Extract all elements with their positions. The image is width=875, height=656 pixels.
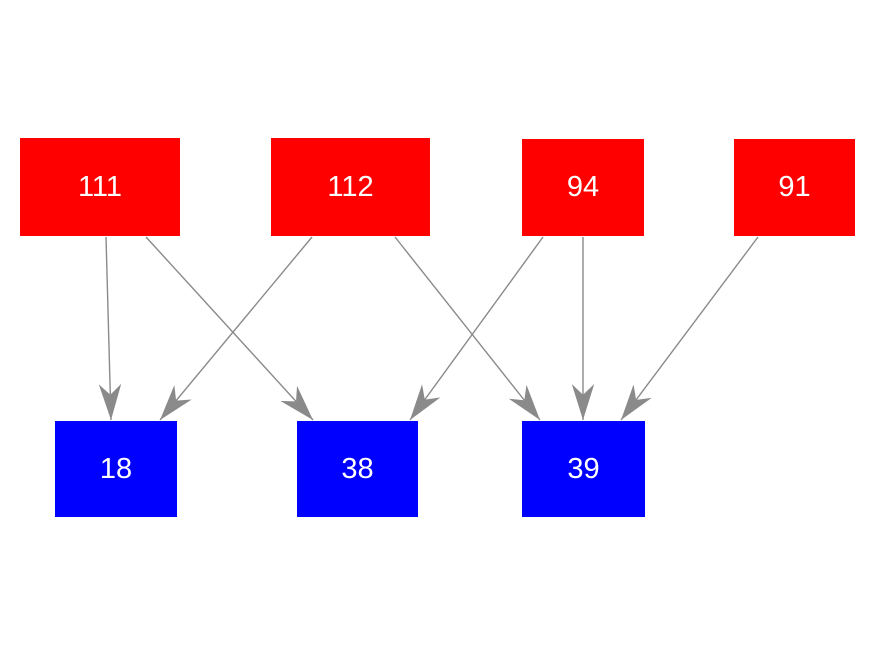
node-label: 39 — [567, 452, 600, 485]
graph-node-112: 112 — [271, 138, 430, 236]
graph-node-91: 91 — [734, 139, 855, 236]
edge-112-18 — [159, 236, 313, 421]
node-label: 91 — [778, 171, 811, 203]
graph-node-111: 111 — [20, 138, 180, 236]
node-label: 94 — [566, 171, 600, 203]
node-label: 18 — [99, 452, 133, 485]
node-label: 111 — [77, 170, 123, 203]
edge-112-39 — [394, 236, 541, 421]
node-label: 112 — [327, 170, 374, 203]
node-label: 38 — [341, 452, 374, 485]
graph-node-39: 39 — [522, 421, 645, 517]
edge-91-39 — [620, 236, 759, 421]
graph-node-38: 38 — [297, 421, 418, 517]
edge-111-18 — [98, 236, 122, 421]
graph-node-94: 94 — [522, 139, 644, 236]
edge-111-38 — [145, 236, 314, 421]
edge-group — [98, 236, 759, 421]
graph-node-18: 18 — [55, 421, 177, 517]
edge-94-38 — [409, 236, 544, 421]
